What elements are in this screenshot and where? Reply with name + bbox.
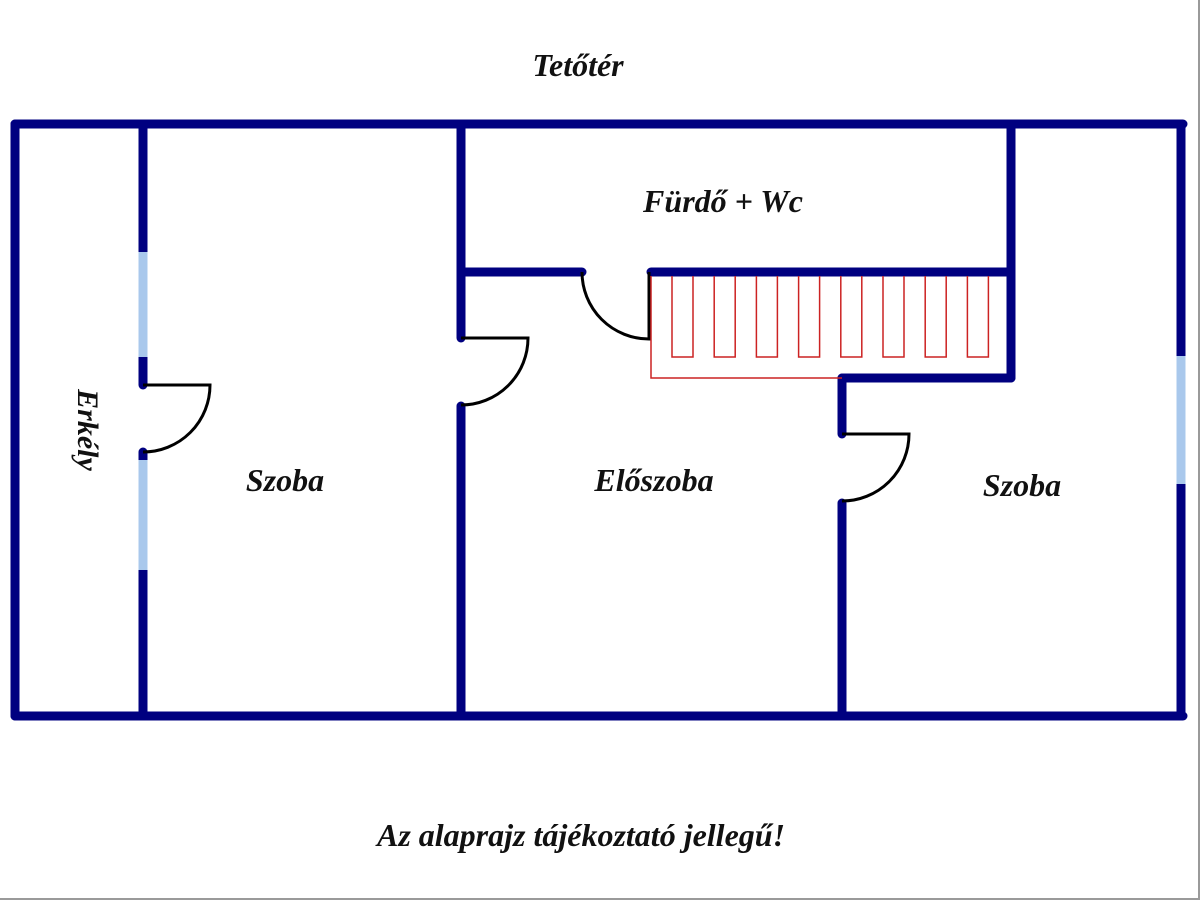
room-label-room-left: Szoba xyxy=(246,462,324,498)
door-room-right-swing-icon xyxy=(841,432,911,503)
footer-disclaimer: Az alaprajz tájékoztató jellegű! xyxy=(375,817,785,853)
windows xyxy=(138,252,1186,570)
stair-step xyxy=(671,276,694,358)
door-room-left-swing-icon xyxy=(460,336,530,407)
floor-title: Tetőtér xyxy=(532,47,624,83)
stair-step xyxy=(882,276,905,358)
staircase-steps-icon xyxy=(650,276,990,379)
stair-step xyxy=(797,276,821,358)
room-label-balcony: Erkély xyxy=(71,388,104,471)
stair-step xyxy=(966,276,990,358)
stair-step xyxy=(840,276,863,358)
doors xyxy=(142,271,911,503)
room-label-bathroom: Fürdő + Wc xyxy=(642,183,803,219)
stair-step xyxy=(713,276,736,358)
door-balcony-swing-icon xyxy=(142,383,212,454)
walls xyxy=(10,119,1188,721)
stair-step xyxy=(924,276,947,358)
stair-outline xyxy=(650,276,842,379)
door-bath-swing-icon xyxy=(580,271,651,341)
room-label-hall: Előszoba xyxy=(593,462,713,498)
stair-step xyxy=(755,276,779,358)
room-label-room-right: Szoba xyxy=(983,467,1061,503)
